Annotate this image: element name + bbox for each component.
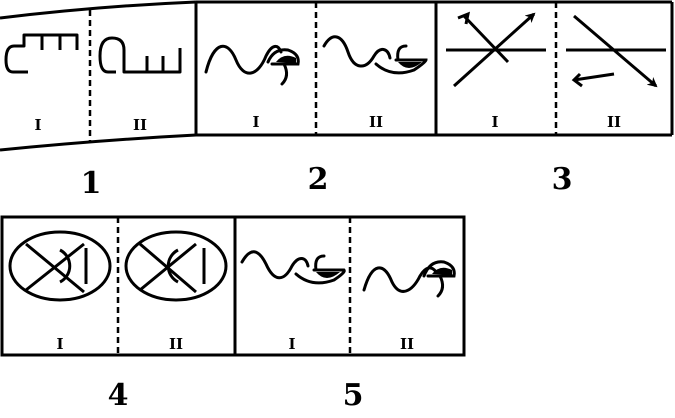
pair-5-number: 5 (343, 378, 364, 413)
pair-2-label-right: II (369, 113, 383, 131)
pair-5-panel-2-glyph (362, 260, 456, 298)
pair-2-number: 2 (308, 162, 329, 197)
pair-4-label-right: II (169, 335, 183, 353)
pair-3-panel-1-glyph (446, 11, 546, 88)
pair-2-panel-2-glyph (322, 35, 428, 75)
pair-3-label-left: I (491, 113, 498, 131)
pair-3-panel-2-glyph (566, 14, 666, 88)
pair-1-label-left: I (34, 116, 41, 134)
bottom-row-frame (0, 215, 466, 357)
pair-2-label-left: I (252, 113, 259, 131)
pair-5-label-left: I (288, 335, 295, 353)
pair-4-panel-2-glyph (124, 230, 228, 302)
pair-5-panel-1-fill (316, 272, 340, 278)
pair-2-panel-1-fill (276, 55, 296, 63)
pair-5-panel-2-fill (432, 267, 452, 275)
pair-4-panel-1-glyph (8, 230, 112, 302)
pair-1-panel-2-glyph (98, 36, 182, 74)
top-row-frame (0, 0, 674, 152)
pair-1-number: 1 (81, 166, 102, 201)
pair-1-panel-1-glyph (4, 33, 79, 74)
pair-5-label-right: II (400, 335, 414, 353)
pair-3-label-right: II (607, 113, 621, 131)
pair-4-number: 4 (108, 378, 129, 413)
pair-4-label-left: I (56, 335, 63, 353)
pair-5-panel-1-glyph (240, 250, 346, 285)
pair-3-number: 3 (552, 162, 573, 197)
pair-1-label-right: II (133, 116, 147, 134)
pair-2-panel-2-fill (398, 62, 422, 68)
pair-2-panel-1-glyph (204, 44, 300, 86)
